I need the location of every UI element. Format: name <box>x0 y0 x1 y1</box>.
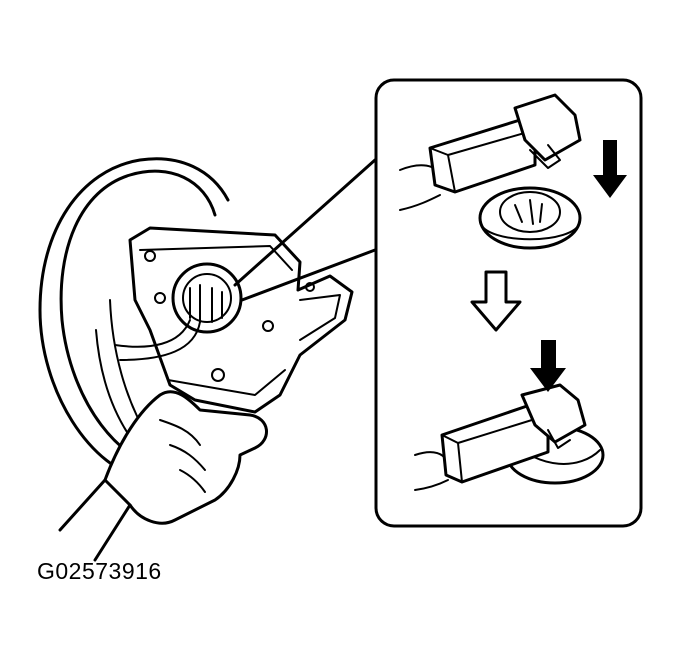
solid-down-arrow-icon <box>593 140 627 198</box>
steering-wheel <box>38 157 230 482</box>
connector-plug-bottom <box>414 383 605 491</box>
outline-down-arrow-icon <box>470 270 522 332</box>
connector-socket-top <box>478 186 582 250</box>
hand <box>58 390 268 562</box>
connector-plug-top <box>399 93 582 211</box>
solid-down-arrow-icon <box>530 340 566 392</box>
detail-inset <box>374 78 643 528</box>
callout-wedge <box>233 158 377 302</box>
figure-code: G02573916 <box>37 558 162 584</box>
airbag-module <box>114 226 354 414</box>
